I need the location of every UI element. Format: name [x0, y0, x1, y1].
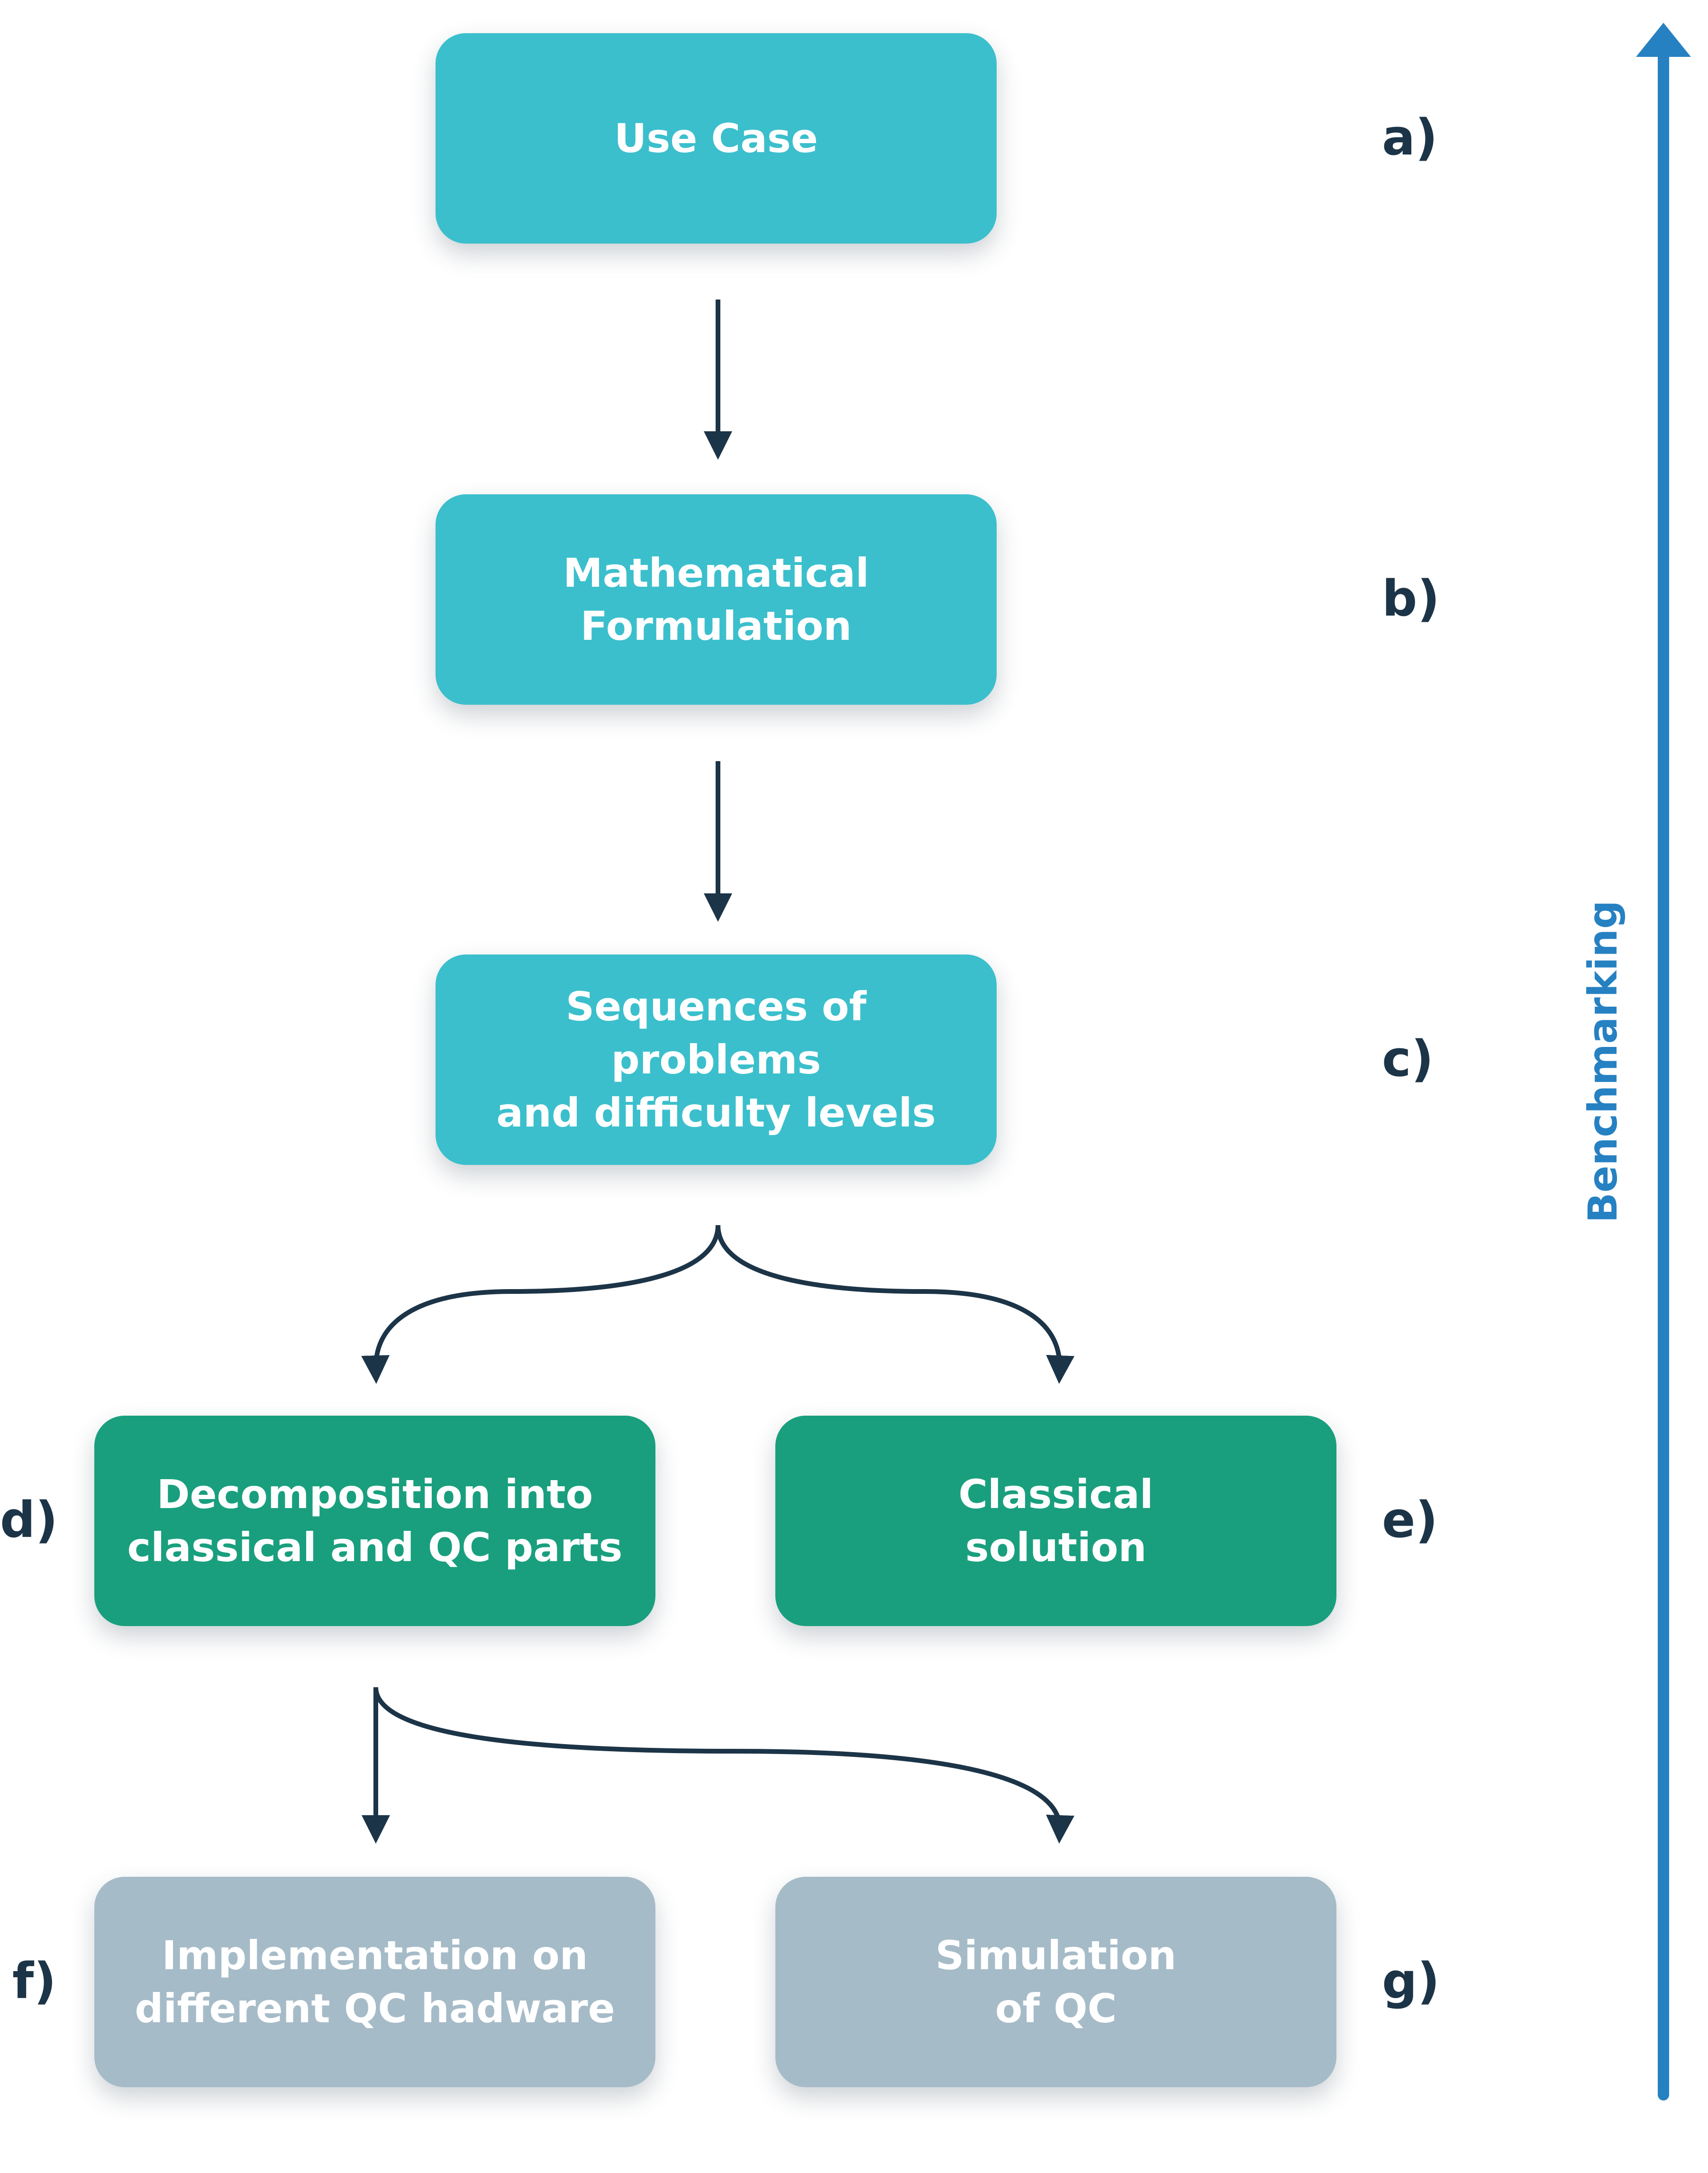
- benchmarking-arrowhead: [1636, 23, 1691, 57]
- label-c: c): [1382, 1030, 1434, 1088]
- arrow-decomposition-to-simulation: [373, 1687, 1075, 1844]
- box-implementation: Implementation on different QC hadware: [94, 1877, 655, 2087]
- box-simulation: Simulation of QC: [775, 1877, 1336, 2087]
- arrow-sequences-to-classical: [716, 1225, 1075, 1384]
- box-use-case: Use Case: [436, 33, 997, 244]
- box-mathematical-formulation: Mathematical Formulation: [436, 494, 997, 705]
- label-a: a): [1382, 109, 1438, 166]
- box-decomposition: Decomposition into classical and QC part…: [94, 1416, 655, 1626]
- label-f: f): [12, 1952, 56, 2010]
- arrow-sequences-to-decomposition: [361, 1225, 720, 1384]
- benchmarking-label: Benchmarking: [1580, 900, 1626, 1223]
- box-classical-solution-text: Classical solution: [958, 1471, 1154, 1571]
- label-b: b): [1382, 570, 1440, 627]
- box-mathematical-formulation-text: Mathematical Formulation: [563, 550, 869, 649]
- label-e: e): [1382, 1491, 1438, 1549]
- box-simulation-text: Simulation of QC: [935, 1932, 1177, 2032]
- box-implementation-text: Implementation on different QC hadware: [135, 1932, 615, 2032]
- label-g: g): [1382, 1952, 1440, 2010]
- box-use-case-text: Use Case: [614, 115, 818, 162]
- box-sequences-text: Sequences of problems and difficulty lev…: [496, 983, 936, 1136]
- box-classical-solution: Classical solution: [775, 1416, 1336, 1626]
- box-sequences: Sequences of problems and difficulty lev…: [436, 955, 997, 1165]
- box-decomposition-text: Decomposition into classical and QC part…: [127, 1471, 623, 1571]
- label-d: d): [0, 1491, 58, 1549]
